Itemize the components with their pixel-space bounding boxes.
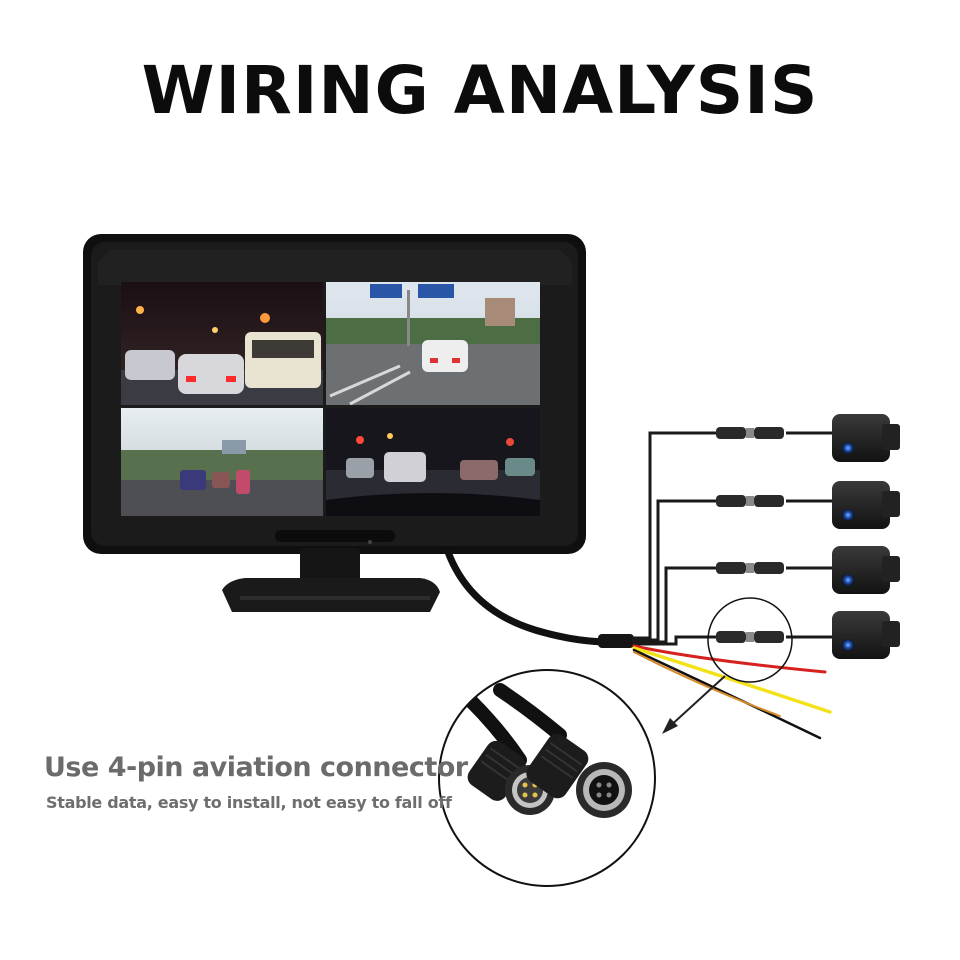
power-wires	[632, 644, 832, 740]
connector-subline: Stable data, easy to install, not easy t…	[46, 793, 452, 812]
connector-zoom-inset	[438, 669, 656, 887]
camera-3	[832, 546, 900, 594]
monitor-screen	[121, 282, 540, 516]
connector-highlight-circle	[707, 597, 793, 683]
page-title: WIRING ANALYSIS	[141, 52, 819, 129]
main-cable	[444, 548, 634, 648]
camera-4	[832, 611, 900, 659]
inline-connectors	[716, 427, 784, 643]
callout-arrow	[662, 675, 726, 734]
camera-wiring	[632, 431, 832, 646]
monitor	[83, 234, 586, 612]
connector-headline: Use 4-pin aviation connector	[44, 752, 468, 783]
camera-1	[832, 414, 900, 462]
camera-2	[832, 481, 900, 529]
